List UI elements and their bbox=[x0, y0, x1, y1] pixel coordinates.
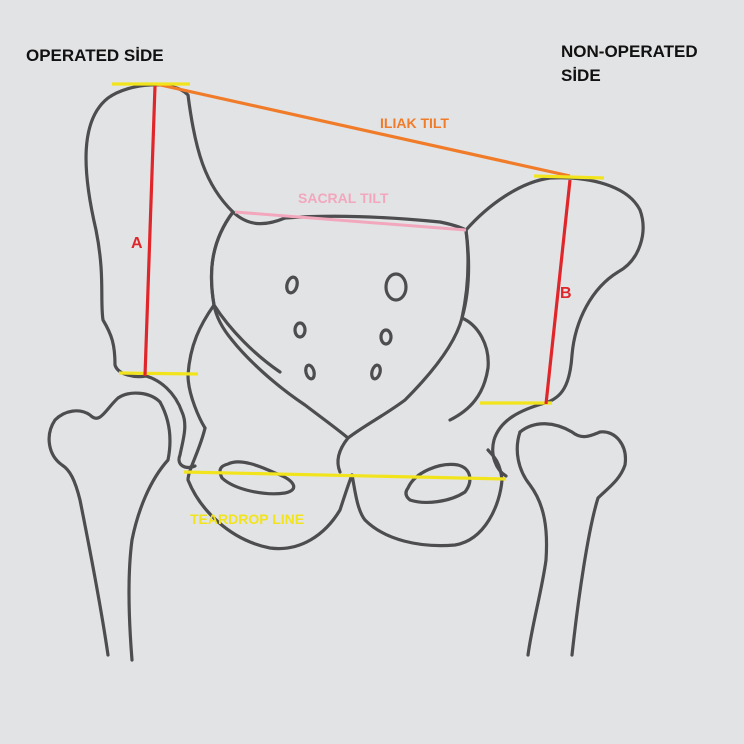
right-femur-neck bbox=[515, 430, 549, 657]
left-lower-reference bbox=[118, 371, 199, 376]
left-obturator bbox=[218, 460, 296, 496]
height-line-a bbox=[143, 85, 157, 377]
non-operated-side-label: NON-OPERATED SİDE bbox=[561, 42, 698, 85]
teardrop-line-label: TEARDROP LINE bbox=[190, 511, 304, 527]
left-pubic-outline bbox=[186, 426, 354, 551]
pubic-symphysis bbox=[336, 436, 350, 474]
sacral-ala-right bbox=[448, 316, 490, 422]
right-obturator bbox=[404, 462, 472, 504]
right-femoral-head bbox=[518, 422, 627, 657]
measure-b-label: B bbox=[560, 285, 572, 302]
height-line-b bbox=[544, 179, 572, 405]
sacral-foramen-right-1 bbox=[384, 272, 408, 302]
sacral-foramen-right-3 bbox=[370, 363, 382, 381]
teardrop-line bbox=[183, 470, 507, 481]
right-iliac-crest-reference bbox=[533, 174, 605, 180]
operated-side-label: OPERATED SİDE bbox=[26, 46, 164, 65]
left-femur-neck bbox=[127, 400, 172, 662]
iliak-tilt-label: ILIAK TILT bbox=[380, 115, 449, 131]
measure-a-label: A bbox=[131, 235, 143, 252]
sacral-foramen-left-3 bbox=[304, 363, 316, 381]
sacral-foramen-right-2 bbox=[379, 328, 393, 346]
sacral-tilt-label: SACRAL TILT bbox=[298, 190, 389, 206]
sacral-foramen-left-1 bbox=[285, 275, 299, 295]
iliak-tilt-line bbox=[155, 82, 571, 178]
sacral-tilt-line bbox=[234, 210, 467, 232]
sacrum-outline bbox=[209, 210, 470, 440]
left-femoral-head bbox=[47, 391, 162, 657]
right-pubic-outline bbox=[350, 448, 504, 548]
sacral-ala-left bbox=[212, 303, 282, 374]
sacral-foramen-left-2 bbox=[293, 321, 307, 339]
